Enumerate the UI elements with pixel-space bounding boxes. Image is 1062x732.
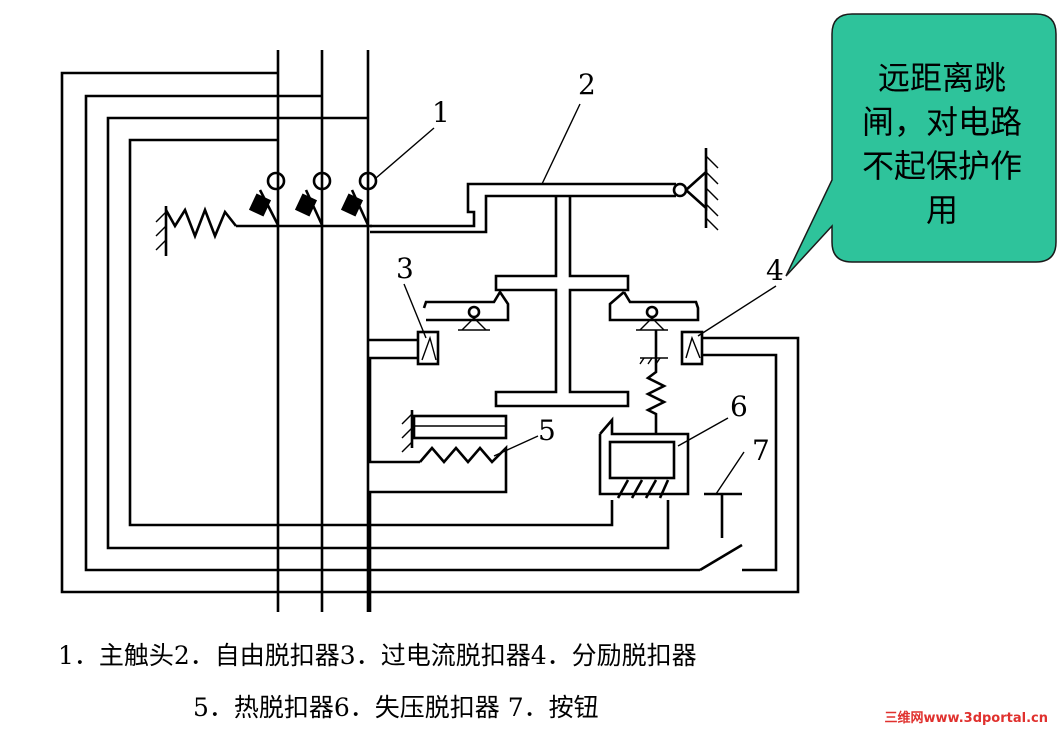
callout-line: 远距离跳 bbox=[877, 59, 1006, 97]
free-release bbox=[370, 148, 719, 234]
caption-line-2: 5．热脱扣器6．失压脱扣器 7．按钮 bbox=[193, 693, 599, 722]
trip-lever bbox=[494, 196, 630, 408]
callout-text: 远距离跳 闸，对电路 不起保护作 用 bbox=[842, 56, 1042, 232]
callout-bubble bbox=[785, 13, 1057, 277]
main-contacts bbox=[155, 171, 378, 256]
part-numbers: 1 2 3 4 5 6 7 bbox=[396, 68, 784, 467]
callout-line: 闸，对电路 bbox=[861, 103, 1022, 141]
control-wiring bbox=[60, 71, 800, 594]
undervoltage-release bbox=[598, 416, 690, 499]
callout-line: 用 bbox=[925, 191, 958, 229]
shunt-release bbox=[639, 330, 704, 434]
watermark: 三维网www.3dportal.cn bbox=[884, 711, 1048, 726]
callout-line: 不起保护作 bbox=[861, 147, 1022, 185]
label-main-contact: 1 bbox=[432, 96, 450, 129]
left-latch bbox=[422, 289, 510, 331]
push-button bbox=[704, 492, 742, 538]
caption-line-1: 1．主触头2．自由脱扣器3．过电流脱扣器4．分励脱扣器 bbox=[58, 641, 697, 670]
thermal-release bbox=[368, 410, 508, 612]
phase-lines bbox=[276, 50, 370, 612]
label-thermal-release: 5 bbox=[538, 414, 556, 447]
label-button: 7 bbox=[752, 434, 770, 467]
label-shunt-release: 4 bbox=[766, 254, 784, 287]
right-latch bbox=[608, 291, 700, 331]
label-overcurrent-release: 3 bbox=[396, 252, 414, 285]
label-free-release: 2 bbox=[578, 68, 596, 101]
label-undervoltage-release: 6 bbox=[730, 390, 748, 423]
leader-lines bbox=[375, 103, 777, 495]
overcurrent-release bbox=[368, 330, 440, 464]
